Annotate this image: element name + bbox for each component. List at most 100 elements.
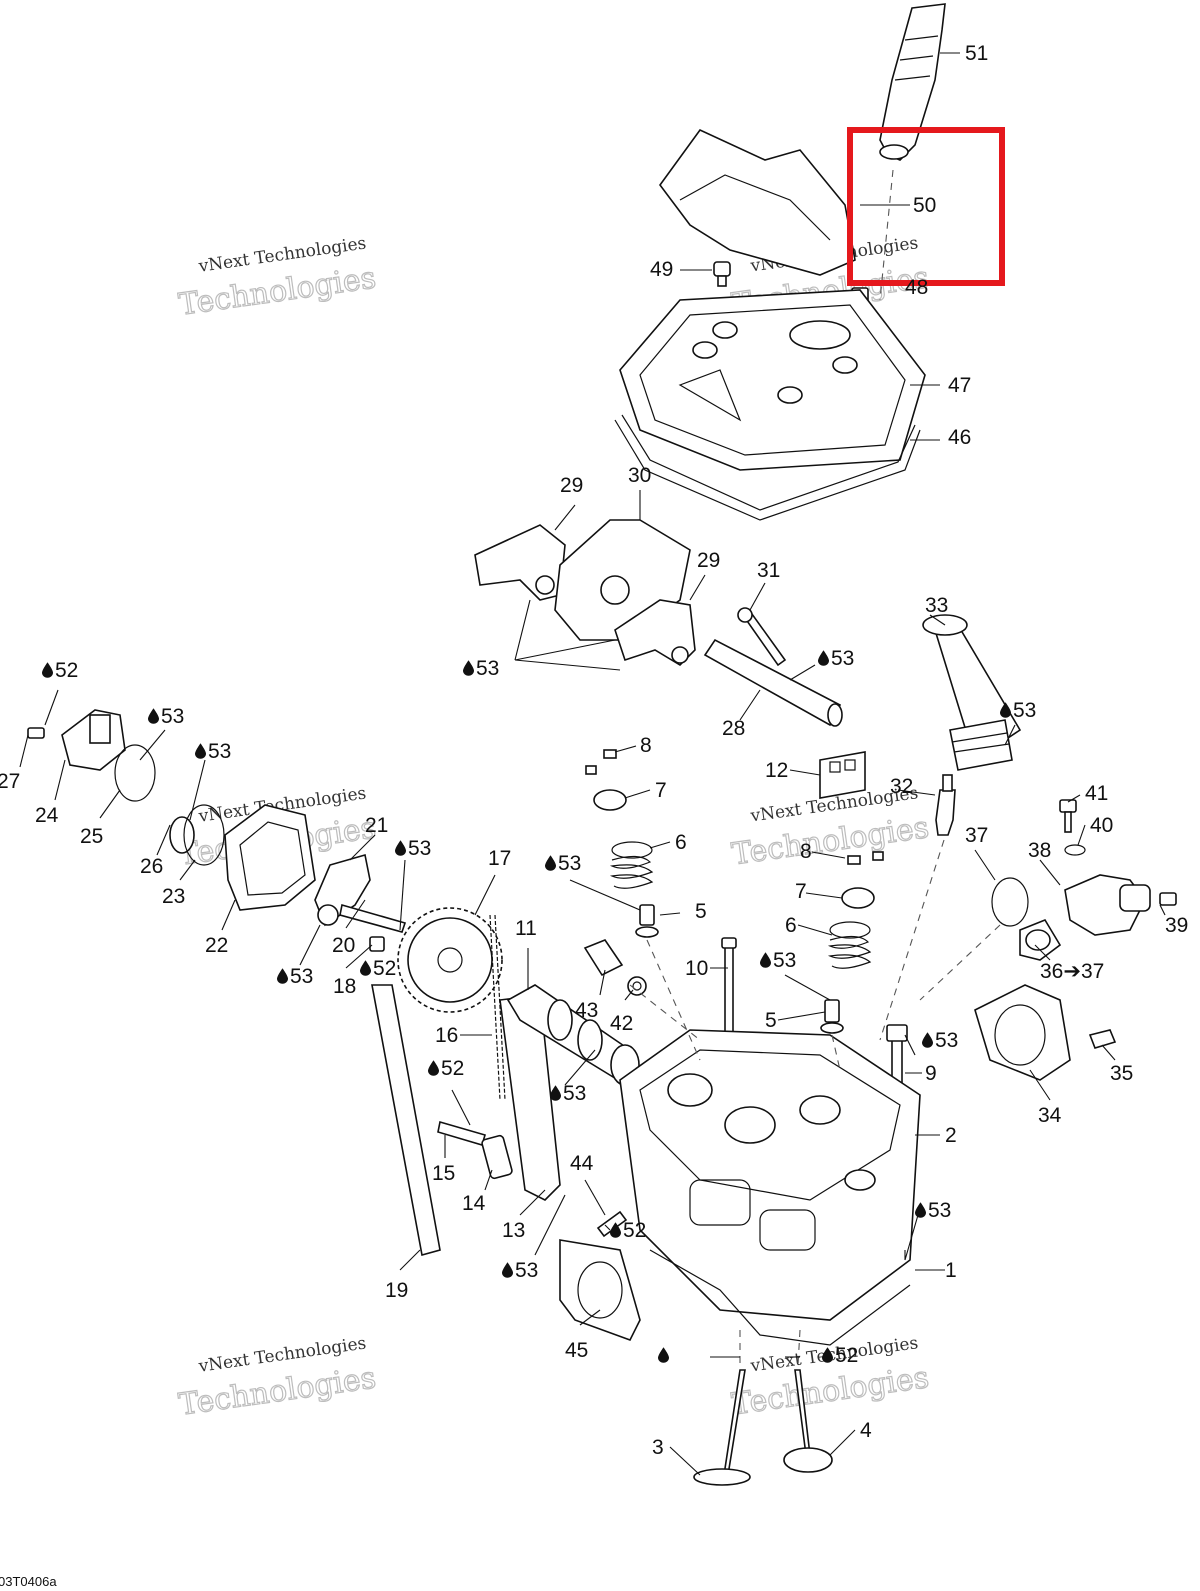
callout-52-dowel: 52 xyxy=(623,1219,646,1242)
callout-14: 14 xyxy=(462,1192,486,1215)
cylinder-head-part xyxy=(619,1029,921,1321)
callout-53-o-ring: 53 xyxy=(161,705,184,728)
callout-51: 51 xyxy=(965,42,988,65)
callout-27: 27 xyxy=(0,770,20,793)
oil-drop-icon xyxy=(658,1347,669,1363)
rocker-arm-right-part xyxy=(614,599,696,667)
valve-spring-right-part xyxy=(827,921,872,969)
callout-53-head-stud: 53 xyxy=(928,1199,951,1222)
bracket-part xyxy=(819,751,866,799)
callout-36-37: 36➔37 xyxy=(1040,960,1104,983)
callout-41: 41 xyxy=(1085,782,1108,805)
leader-lines xyxy=(19,52,1166,1476)
guide-bolt-part xyxy=(437,1120,513,1180)
callout-6-left: 6 xyxy=(675,831,687,854)
callout-5-left: 5 xyxy=(695,900,707,923)
oil-drop-icon xyxy=(195,743,206,759)
callout-20: 20 xyxy=(332,934,355,957)
callout-16: 16 xyxy=(435,1024,458,1047)
callout-29-left: 29 xyxy=(560,474,583,497)
cylinder-head-gasket-part xyxy=(649,1249,911,1346)
callout-53-pivot-bolt: 53 xyxy=(408,837,431,860)
oil-drop-icon xyxy=(545,855,556,871)
callout-44: 44 xyxy=(570,1152,594,1175)
callout-23: 23 xyxy=(162,885,185,908)
bolt-part xyxy=(737,607,787,667)
cap-screw-part xyxy=(713,261,731,287)
callout-40: 40 xyxy=(1090,814,1113,837)
thermostat-part xyxy=(1019,919,1062,961)
callout-26: 26 xyxy=(140,855,163,878)
callout-28: 28 xyxy=(722,717,745,740)
callout-53-shaft: 53 xyxy=(831,647,854,670)
oil-drop-icon xyxy=(428,1060,439,1076)
callout-53-stud: 53 xyxy=(935,1029,958,1052)
oil-drop-icon xyxy=(395,840,406,856)
spark-plug-part xyxy=(935,774,956,836)
intake-tube-part xyxy=(922,614,1022,771)
o-ring-37-part xyxy=(991,877,1029,927)
callout-29-right: 29 xyxy=(697,549,720,572)
spring-retainer-left-part xyxy=(593,789,627,811)
camshaft-part xyxy=(506,984,640,1086)
callout-15: 15 xyxy=(432,1162,455,1185)
callout-19: 19 xyxy=(385,1279,408,1302)
callout-3: 3 xyxy=(652,1436,664,1459)
watermark-top-left: vNext Technologies Technologies xyxy=(176,233,379,323)
spring-retainer-right-part xyxy=(841,887,875,909)
callout-53-lever: 53 xyxy=(290,965,313,988)
callout-52-valve: 52 xyxy=(835,1344,858,1367)
timing-cover-part xyxy=(224,804,316,911)
oil-drop-icon xyxy=(463,660,474,676)
oil-drop-icon xyxy=(148,708,159,724)
valve-keeper-left-part xyxy=(585,749,617,775)
sensor-part xyxy=(583,939,624,977)
callout-24: 24 xyxy=(35,804,59,827)
callout-8-right: 8 xyxy=(800,840,812,863)
callout-22: 22 xyxy=(205,934,228,957)
pivot-bolt-part xyxy=(339,903,407,952)
oil-drop-icon xyxy=(42,662,53,678)
callout-39: 39 xyxy=(1165,914,1188,937)
rocker-arm-left-part xyxy=(474,524,566,601)
screw-39-part xyxy=(1159,892,1177,906)
callout-49: 49 xyxy=(650,258,673,281)
intake-valve-part xyxy=(693,1369,751,1486)
watermark-bottom-right: vNext Technologies Technologies xyxy=(729,1333,932,1423)
oil-drop-icon xyxy=(550,1085,561,1101)
callout-33: 33 xyxy=(925,594,948,617)
callout-45: 45 xyxy=(565,1339,588,1362)
callout-9: 9 xyxy=(925,1062,937,1085)
highlight-box xyxy=(847,127,1005,286)
valve-seal-left-part xyxy=(635,904,659,938)
callout-42: 42 xyxy=(610,1012,633,1035)
callout-5-right: 5 xyxy=(765,1009,777,1032)
callout-53-guide: 53 xyxy=(515,1259,538,1282)
bolt-41-part xyxy=(1059,799,1077,833)
callout-52-pivot: 52 xyxy=(373,957,396,980)
camshaft-sprocket-part xyxy=(397,907,503,1013)
oil-drop-icon xyxy=(818,650,829,666)
exhaust-flange-gasket-part xyxy=(559,1239,641,1341)
callout-52-guide-bolt: 52 xyxy=(441,1057,464,1080)
oil-drop-icon xyxy=(277,968,288,984)
callout-labels: 51 50 49 48 47 46 30 29 29 31 28 33 52 5… xyxy=(0,42,1188,1459)
timing-chain-part xyxy=(489,914,506,1101)
valve-seal-right-part xyxy=(820,999,844,1034)
callout-53-seal-right: 53 xyxy=(773,949,796,972)
callout-53-seal-left: 53 xyxy=(558,852,581,875)
valve-cover-part xyxy=(619,289,926,471)
callout-52-tensioner: 52 xyxy=(55,659,78,682)
callout-18: 18 xyxy=(333,975,356,998)
callout-38: 38 xyxy=(1028,839,1051,862)
ignition-coil-part xyxy=(879,3,946,161)
o-ring-part xyxy=(114,744,156,802)
callout-2: 2 xyxy=(945,1124,957,1147)
callout-53-camshaft: 53 xyxy=(563,1082,586,1105)
engine-cover-part xyxy=(659,128,856,276)
callout-50: 50 xyxy=(913,194,936,217)
chain-guide-part xyxy=(371,984,441,1257)
callout-53-tube: 53 xyxy=(1013,699,1036,722)
callout-53-seal: 53 xyxy=(208,740,231,763)
